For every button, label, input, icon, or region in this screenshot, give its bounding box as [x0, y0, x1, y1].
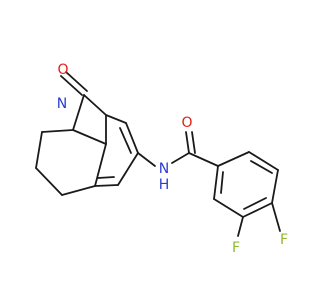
- bond-layer: [35, 71, 281, 237]
- bond: [237, 216, 244, 237]
- bond: [105, 114, 127, 124]
- bond: [242, 202, 273, 218]
- bond: [243, 197, 267, 210]
- bond: [41, 129, 74, 133]
- bond: [213, 165, 219, 200]
- bond: [35, 131, 43, 169]
- atom-label-layer: O N N H O F F: [57, 62, 288, 256]
- bond: [271, 202, 281, 232]
- bond: [65, 71, 88, 92]
- molecule-structure-diagram: O N N H O F F: [35, 62, 288, 256]
- nitrogen-atom-label: N: [57, 96, 67, 112]
- bond: [248, 151, 279, 171]
- bond: [94, 184, 119, 187]
- bond: [250, 160, 273, 174]
- fluorine-atom-label: F: [280, 232, 288, 248]
- bond: [217, 151, 250, 167]
- bond: [72, 94, 85, 131]
- amide-nitrogen-label: N: [159, 161, 169, 177]
- bond: [35, 167, 63, 196]
- bond: [97, 176, 115, 179]
- bond: [61, 185, 96, 196]
- fluorine-atom-label: F: [232, 240, 240, 256]
- bond: [271, 169, 279, 204]
- bond: [72, 129, 107, 145]
- bond: [185, 131, 190, 154]
- bond: [119, 127, 132, 154]
- bond: [83, 94, 107, 116]
- bond: [191, 131, 196, 154]
- bond: [220, 171, 224, 194]
- bond: [137, 152, 156, 167]
- bond: [213, 198, 244, 218]
- bond: [60, 75, 83, 96]
- carbonyl-oxygen-label: O: [181, 115, 192, 131]
- bond: [188, 152, 219, 167]
- bond: [117, 152, 139, 186]
- bond: [171, 152, 190, 164]
- oxygen-atom-label: O: [57, 62, 68, 78]
- amide-hydrogen-label: H: [159, 177, 170, 193]
- bond: [94, 143, 107, 187]
- bond: [125, 122, 139, 154]
